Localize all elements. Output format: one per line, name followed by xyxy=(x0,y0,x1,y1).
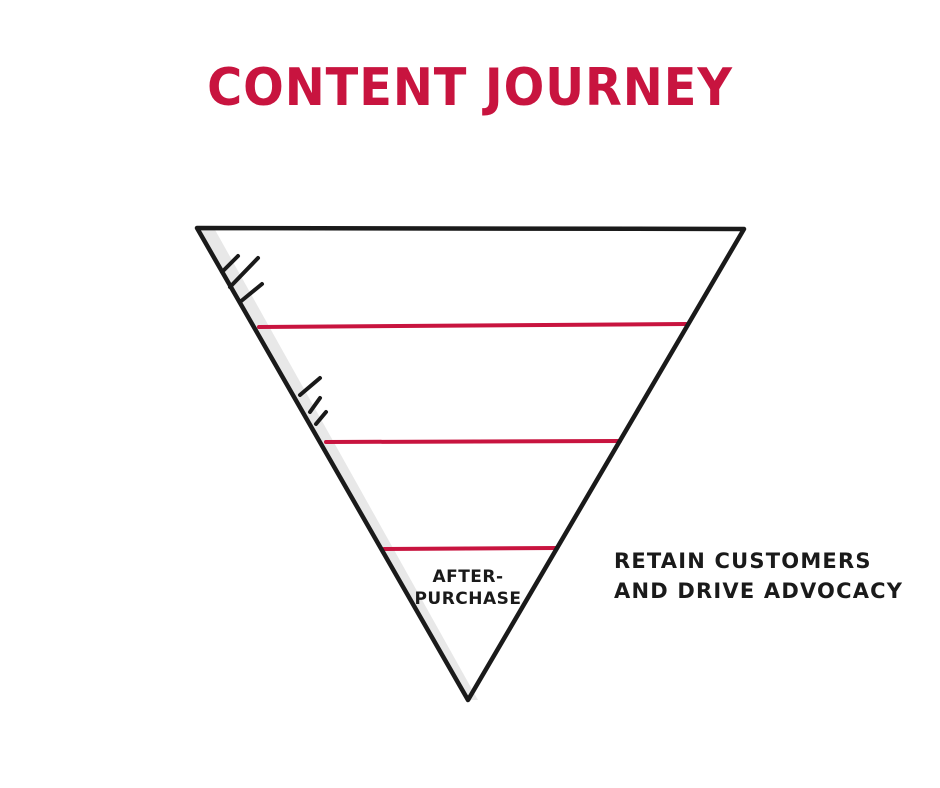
stage-description-line-1: RETAIN CUSTOMERS xyxy=(614,549,872,573)
stage-dividers xyxy=(257,322,688,551)
hatch-marks xyxy=(220,254,328,426)
stage-label-after-purchase: AFTER- PURCHASE xyxy=(398,566,538,610)
stage-divider-1 xyxy=(257,322,688,329)
stage-divider-2 xyxy=(324,439,622,444)
funnel-outline xyxy=(194,225,747,703)
stage-label-line-1: AFTER- xyxy=(432,567,504,587)
stage-description-line-2: AND DRIVE ADVOCACY xyxy=(614,579,904,603)
stage-description: RETAIN CUSTOMERS AND DRIVE ADVOCACY xyxy=(614,546,914,606)
stage-label-line-2: PURCHASE xyxy=(414,589,522,609)
page-title: CONTENT JOURNEY xyxy=(207,58,733,118)
stage-divider-3 xyxy=(382,546,559,551)
